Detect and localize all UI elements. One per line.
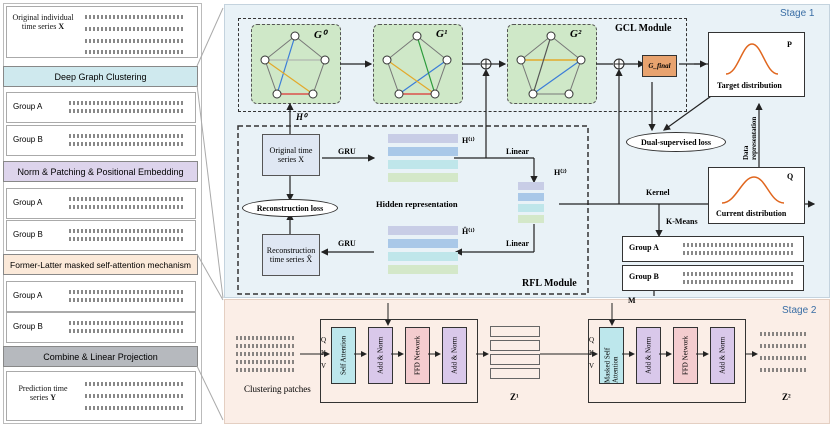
norm-patching-bar: Norm & Patching & Positional Embedding: [3, 161, 198, 182]
combine-linear-bar: Combine & Linear Projection: [3, 346, 198, 367]
q-input-1: Q: [321, 336, 327, 344]
gru-top-label: GRU: [338, 147, 356, 156]
group-b-card-1: Group B: [6, 125, 196, 156]
stage1-group-b: Group B: [622, 265, 804, 291]
v-input-1: V: [321, 362, 327, 370]
graph-g0-label: G⁰: [314, 29, 327, 41]
group-b-label-2: Group B: [13, 230, 43, 239]
prediction-card: Prediction time series Y: [6, 371, 196, 421]
reconstruction-ts-label: Reconstruction time series X̂: [266, 246, 316, 264]
group-a-card-1: Group A: [6, 92, 196, 123]
graph-edges: [260, 31, 586, 99]
input-patches: [230, 332, 300, 374]
group-a-card-2: Group A: [6, 188, 196, 219]
gru-bottom-label: GRU: [338, 239, 356, 248]
group-b-label-1: Group B: [13, 135, 43, 144]
gcl-module-box: [238, 18, 687, 112]
original-series-label: Original individual time series: [12, 13, 74, 31]
h1-hat-label: Ĥ⁽¹⁾: [462, 227, 475, 236]
current-curve: [721, 176, 785, 204]
target-distribution-box: [708, 32, 805, 97]
stage2-title: Stage 2: [782, 305, 817, 316]
original-ts-label: Original time series X: [269, 146, 313, 164]
graph-g2-label: G²: [570, 28, 582, 40]
former-latter-bar: Former-Latter masked self-attention mech…: [3, 254, 198, 275]
q-input-2: Q: [589, 336, 595, 344]
z2-label: Z²: [782, 392, 791, 402]
z2-output: [760, 330, 810, 376]
prediction-symbol: Y: [50, 393, 56, 402]
h2-stack: [518, 182, 544, 226]
gcl-module-label: GCL Module: [615, 23, 672, 34]
k-input-2: K: [589, 349, 595, 357]
current-distribution-box: [708, 167, 805, 224]
stage1-title: Stage 1: [780, 8, 815, 19]
q-label: Q: [787, 172, 794, 181]
group-a-label-2: Group A: [13, 198, 43, 207]
group-b-card-2: Group B: [6, 220, 196, 251]
g-final-box: G_final: [642, 55, 677, 77]
stage1-group-a: Group A: [622, 236, 804, 262]
hidden-stack-top: [388, 134, 458, 184]
stage-connector-lines: [196, 7, 224, 421]
p-label: P: [787, 40, 792, 49]
stage1-diagram-lines: [237, 31, 816, 296]
k-input-1: K: [321, 349, 327, 357]
group-b-label-3: Group B: [13, 322, 43, 331]
h0-label: H⁰: [296, 112, 307, 122]
g-final-label: G_final: [648, 62, 671, 70]
data-representation-label: Data representation: [742, 110, 758, 160]
reconstruction-loss-label: Reconstruction loss: [256, 203, 324, 213]
stage1-group-b-label: Group B: [629, 272, 659, 281]
original-series-card: Original individual time series X: [6, 6, 198, 58]
hidden-stack-bottom: [388, 226, 458, 276]
target-curve: [725, 43, 779, 75]
deep-graph-clustering-bar: Deep Graph Clustering: [3, 66, 198, 87]
z1-label: Z¹: [510, 392, 519, 402]
group-b-card-3: Group B: [6, 312, 196, 343]
kernel-label: Kernel: [646, 188, 670, 197]
rfl-module-label: RFL Module: [522, 278, 577, 289]
stage1-group-a-label: Group A: [629, 243, 659, 252]
reconstruction-ts-box: Reconstruction time series X̂: [262, 234, 320, 276]
v-input-2: V: [589, 362, 595, 370]
linear-top-label: Linear: [506, 147, 530, 156]
h2-label: H⁽²⁾: [554, 168, 567, 177]
encoder-block-2: [588, 319, 746, 403]
current-distribution-label: Current distribution: [716, 209, 787, 218]
h1-label: H⁽¹⁾: [462, 136, 475, 145]
dual-loss-ellipse: Dual-supervised loss: [626, 132, 726, 152]
reconstruction-loss-ellipse: Reconstruction loss: [242, 199, 338, 217]
original-series-symbol: X: [58, 22, 65, 31]
stage2-arrows: [300, 303, 758, 357]
target-distribution-label: Target distribution: [717, 81, 782, 90]
encoder-block-1: [320, 319, 478, 403]
group-a-label-3: Group A: [13, 291, 43, 300]
kmeans-label: K-Means: [666, 217, 698, 226]
hidden-representation-label: Hidden representation: [376, 199, 458, 209]
clustering-patches-label: Clustering patches: [244, 384, 311, 394]
group-a-card-3: Group A: [6, 281, 196, 312]
group-a-label-1: Group A: [13, 102, 43, 111]
prediction-label: Prediction time series: [18, 384, 68, 402]
original-ts-box: Original time series X: [262, 134, 320, 176]
data-representation-text: Data representation: [742, 116, 758, 160]
z1-output: [490, 326, 540, 379]
dual-loss-label: Dual-supervised loss: [640, 137, 711, 147]
graph-g1-label: G¹: [436, 28, 448, 40]
m-label: M: [628, 296, 636, 305]
linear-bottom-label: Linear: [506, 239, 530, 248]
